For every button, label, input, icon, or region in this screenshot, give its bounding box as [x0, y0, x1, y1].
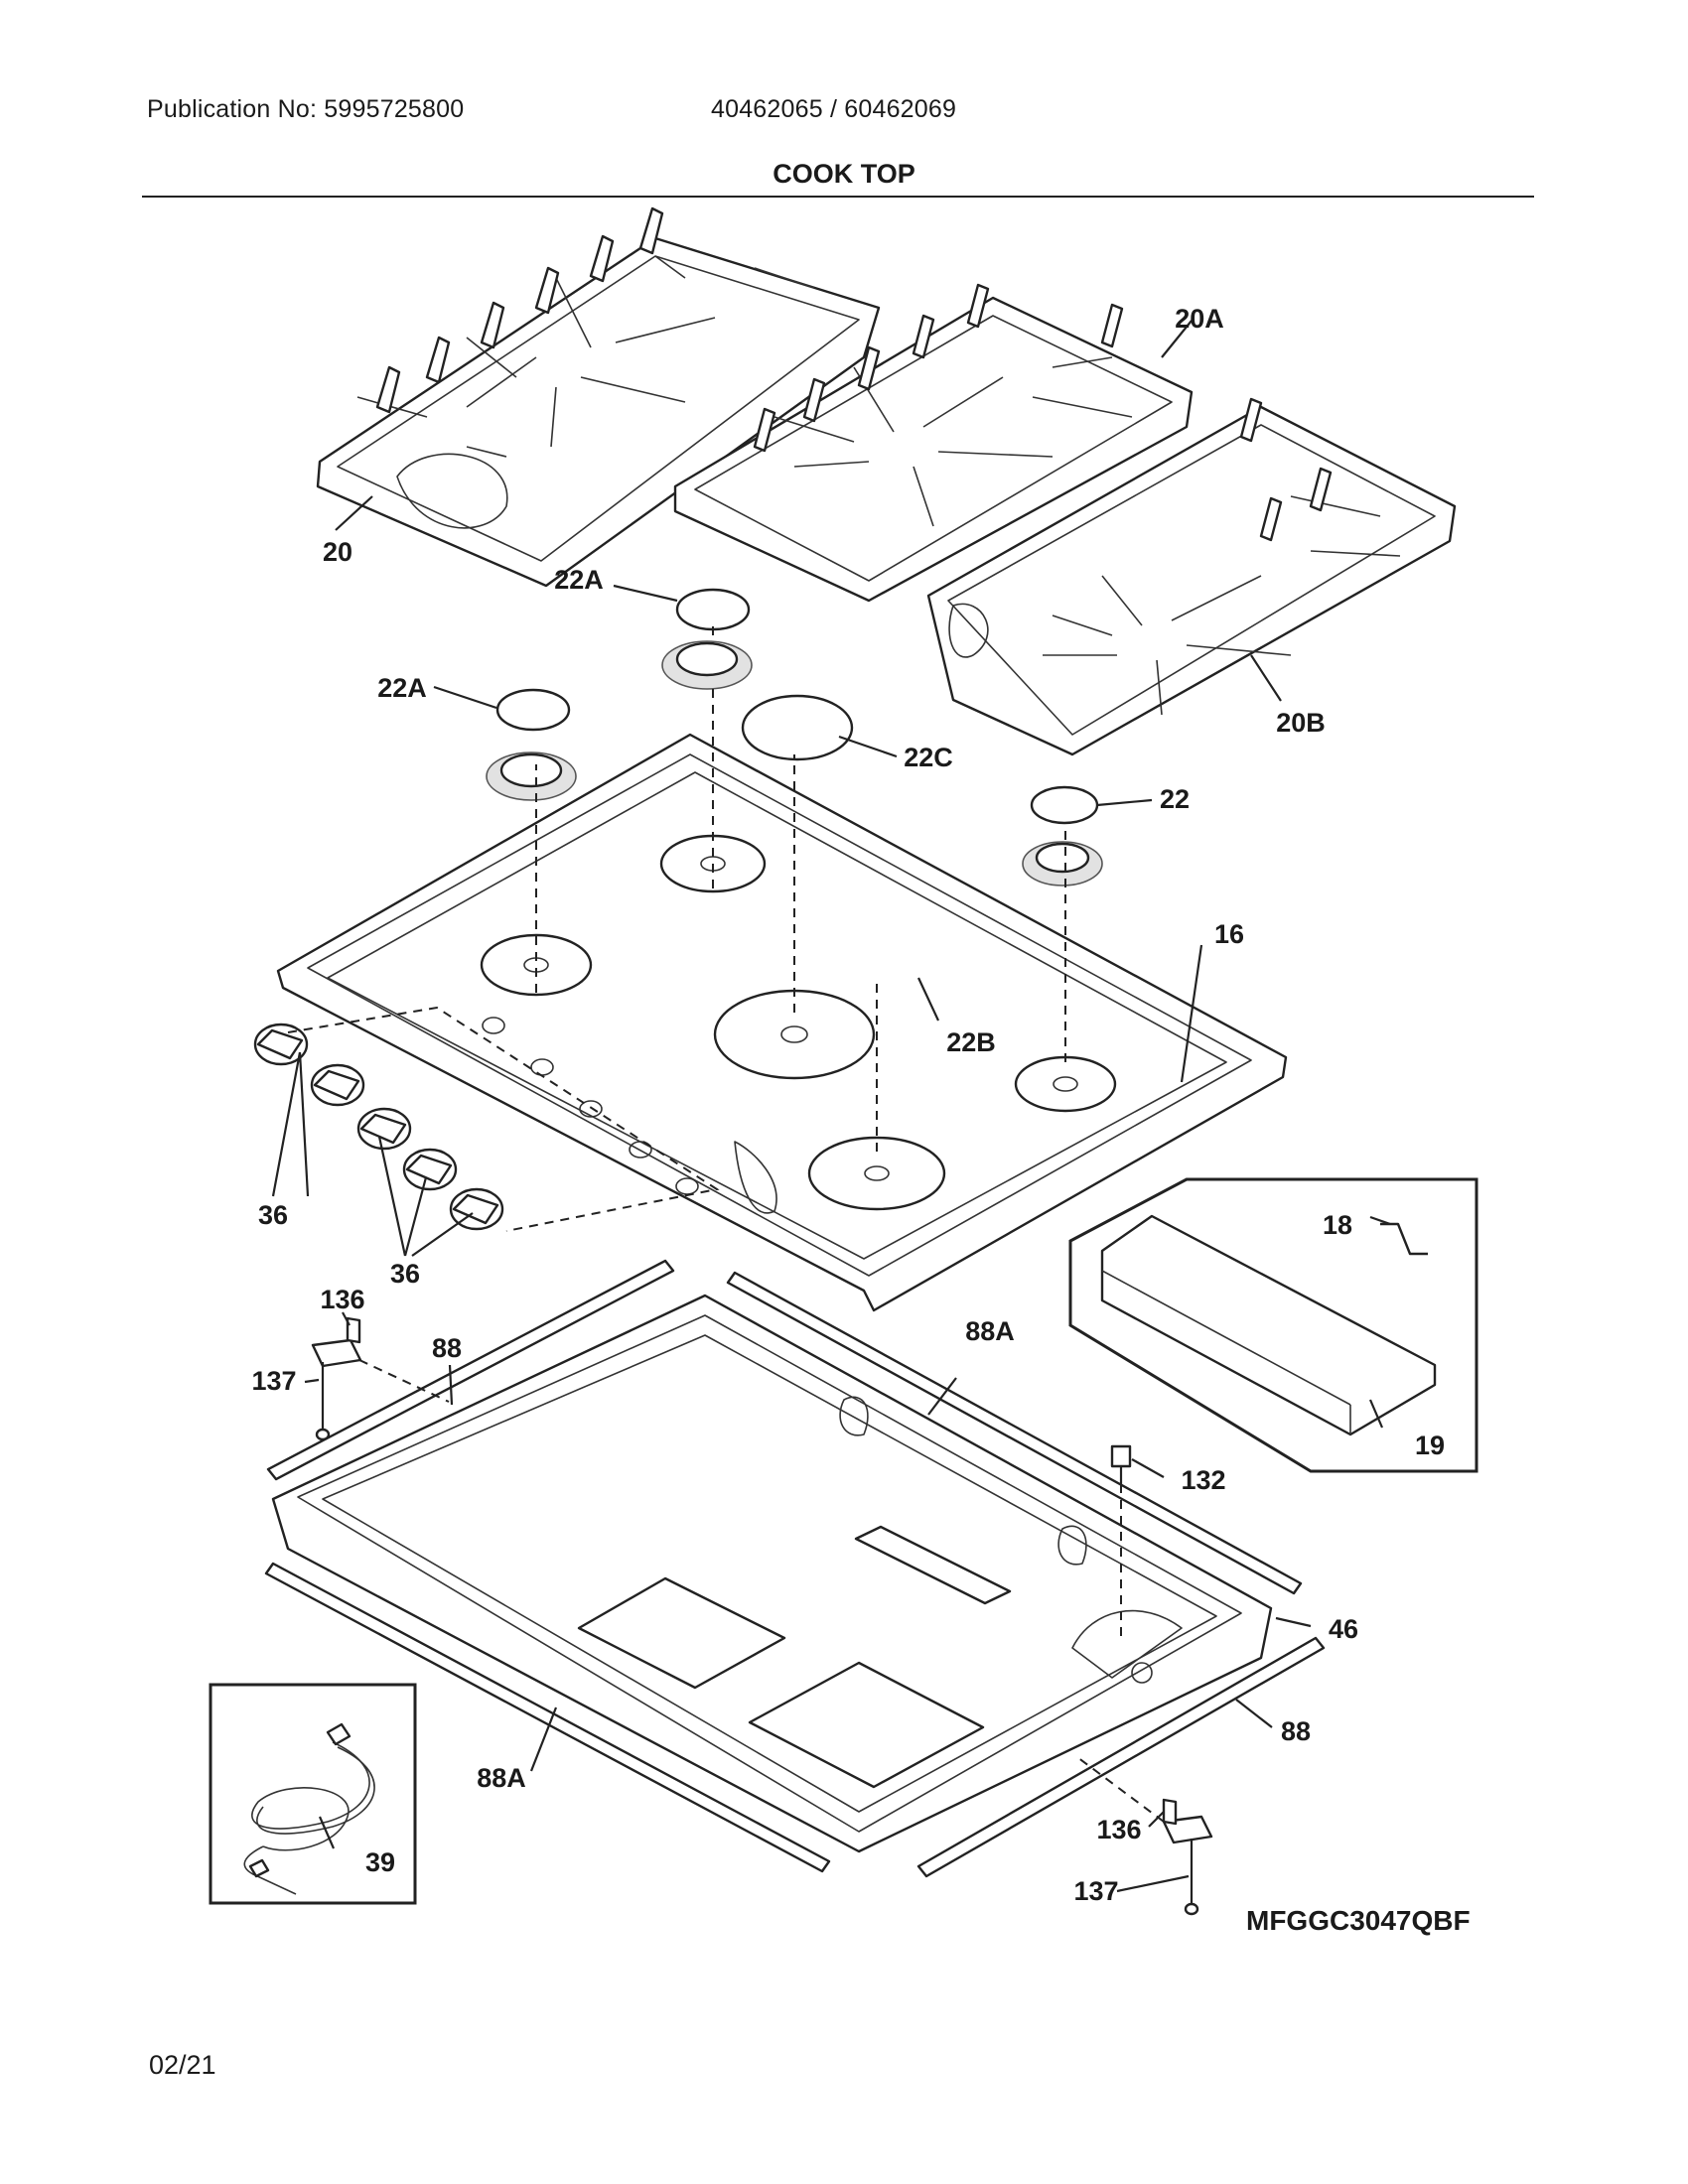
- burner-head-back-center: [661, 640, 753, 690]
- publication-number: Publication No: 5995725800: [147, 95, 465, 123]
- callout-136-left: 136: [320, 1285, 364, 1314]
- knob-alignment-lines: [287, 625, 1066, 1232]
- callout-22a-left: 22A: [377, 673, 427, 703]
- callout-20: 20: [323, 537, 352, 567]
- burner-head-right: [1022, 841, 1103, 887]
- bracket-clip-left: [311, 1316, 362, 1368]
- burner-head-back-left: [486, 751, 577, 801]
- ignition-switch: [1110, 1444, 1132, 1484]
- callout-88a-right: 88A: [965, 1316, 1015, 1346]
- callout-22a-center: 22A: [554, 565, 604, 595]
- hardware-alignment-lines: [358, 1359, 1165, 1823]
- callout-88-front: 88: [1281, 1716, 1311, 1746]
- page-footer-date: 02/21: [149, 2050, 216, 2080]
- grate-left: [316, 206, 881, 588]
- page-title: COOK TOP: [773, 159, 915, 189]
- grate-center: [673, 283, 1194, 603]
- callout-36-bottom: 36: [390, 1259, 420, 1289]
- burner-cap-large: [741, 694, 854, 761]
- power-cord-inset: [209, 1683, 417, 1905]
- grate-right: [926, 397, 1457, 756]
- screw-left: [315, 1362, 331, 1441]
- header-rule: [142, 196, 1534, 198]
- callout-18: 18: [1323, 1210, 1352, 1240]
- callout-20b: 20B: [1276, 708, 1326, 738]
- cooktop-surface: [276, 733, 1288, 1312]
- burner-cap-back-center: [675, 588, 751, 631]
- callout-46: 46: [1329, 1614, 1358, 1644]
- callout-20a: 20A: [1175, 304, 1224, 334]
- callout-137-left: 137: [251, 1366, 296, 1396]
- leader-lines: [271, 320, 1391, 1893]
- burner-cap-back-left: [495, 688, 571, 732]
- callout-16: 16: [1214, 919, 1244, 949]
- callout-88-back: 88: [432, 1333, 462, 1363]
- callout-19: 19: [1415, 1431, 1445, 1460]
- callout-137-right: 137: [1073, 1876, 1118, 1906]
- model-numbers: 40462065 / 60462069: [711, 95, 957, 123]
- callout-36-left: 36: [258, 1200, 288, 1230]
- model-code-label: MFGGC3047QBF: [1246, 1905, 1471, 1936]
- callout-22: 22: [1160, 784, 1190, 814]
- callout-22c: 22C: [904, 743, 953, 772]
- control-knobs: [253, 1023, 504, 1231]
- bracket-clip-right: [1162, 1798, 1213, 1844]
- heat-shield-inset: [1068, 1177, 1478, 1473]
- gasket-strips: [264, 1259, 1326, 1878]
- burner-box: [271, 1294, 1273, 1853]
- callout-39: 39: [365, 1847, 395, 1877]
- burner-cap-right: [1030, 785, 1099, 825]
- callout-132: 132: [1181, 1465, 1225, 1495]
- callout-88a-left: 88A: [477, 1763, 526, 1793]
- screw-right: [1184, 1839, 1199, 1916]
- callout-136-right: 136: [1096, 1815, 1141, 1844]
- callout-22b: 22B: [946, 1027, 996, 1057]
